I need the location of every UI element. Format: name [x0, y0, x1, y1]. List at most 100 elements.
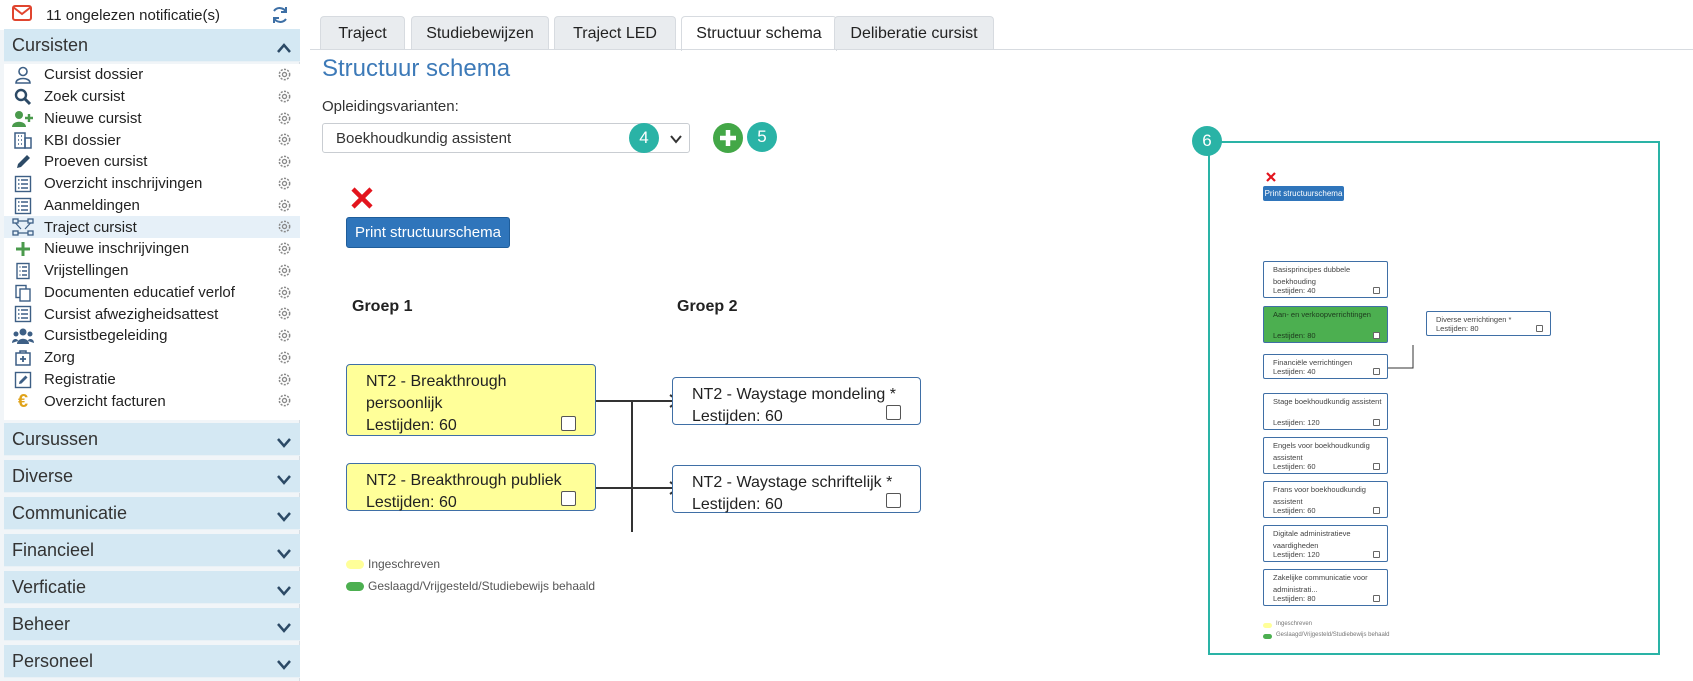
- tab-traject[interactable]: Traject: [320, 16, 405, 50]
- course-checkbox[interactable]: [561, 416, 576, 431]
- variant-selected-value: Boekhoudkundig assistent: [336, 129, 512, 147]
- section-financieel[interactable]: Financieel: [4, 534, 300, 567]
- section-personeel[interactable]: Personeel: [4, 645, 300, 678]
- sidebar-item-vrijstellingen[interactable]: Vrijstellingen: [4, 260, 300, 282]
- user-plus-icon: [12, 109, 34, 129]
- gear-icon[interactable]: [277, 176, 292, 195]
- chevron-down-icon: [276, 580, 292, 601]
- close-icon[interactable]: [350, 186, 374, 210]
- gear-icon[interactable]: [277, 241, 292, 260]
- gear-icon[interactable]: [277, 198, 292, 217]
- tab-deliberatie-cursist[interactable]: Deliberatie cursist: [834, 16, 994, 50]
- chevron-down-icon: [276, 543, 292, 564]
- gear-icon[interactable]: [277, 132, 292, 151]
- mail-icon: [12, 5, 32, 25]
- legend-swatch-geslaagd: [346, 582, 364, 591]
- tab-studiebewijzen[interactable]: Studiebewijzen: [411, 16, 549, 50]
- gear-icon[interactable]: [277, 89, 292, 108]
- print-structure-button[interactable]: Print structuurschema: [346, 217, 510, 248]
- course-box[interactable]: NT2 - Waystage schriftelijk *Lestijden: …: [672, 465, 921, 513]
- sidebar-item-cursistbegeleiding[interactable]: Cursistbegeleiding: [4, 325, 300, 347]
- notification-bar[interactable]: 11 ongelezen notificatie(s): [0, 0, 300, 30]
- course-checkbox[interactable]: [886, 405, 901, 420]
- connector-lines: [595, 394, 680, 532]
- sidebar-item-kbi-dossier[interactable]: KBI dossier: [4, 129, 300, 151]
- gear-icon[interactable]: [277, 154, 292, 173]
- sidebar-item-nieuwe-inschrijvingen[interactable]: Nieuwe inschrijvingen: [4, 238, 300, 260]
- chevron-down-icon: [276, 432, 292, 453]
- course-box[interactable]: NT2 - Waystage mondeling *Lestijden: 60: [672, 377, 921, 425]
- gear-icon[interactable]: [277, 285, 292, 304]
- tab-traject-led[interactable]: Traject LED: [554, 16, 676, 50]
- gear-icon[interactable]: [277, 306, 292, 325]
- sidebar-item-aanmeldingen[interactable]: Aanmeldingen: [4, 195, 300, 217]
- section-cursisten[interactable]: Cursisten: [4, 29, 300, 62]
- section-communicatie[interactable]: Communicatie: [4, 497, 300, 530]
- gear-icon[interactable]: [277, 219, 292, 238]
- close-icon: [1266, 172, 1276, 182]
- gear-icon[interactable]: [277, 350, 292, 369]
- sidebar: 11 ongelezen notificatie(s) Cursisten Cu…: [0, 0, 300, 681]
- gear-icon[interactable]: [277, 328, 292, 347]
- preview-legend-swatch: [1263, 634, 1272, 639]
- building-icon: [12, 130, 34, 150]
- clipboard-list-icon: [12, 261, 34, 281]
- sidebar-item-proeven-cursist[interactable]: Proeven cursist: [4, 151, 300, 173]
- course-checkbox[interactable]: [561, 491, 576, 506]
- sidebar-item-overzicht-inschrijvingen[interactable]: Overzicht inschrijvingen: [4, 173, 300, 195]
- list-icon: [12, 304, 34, 324]
- tab-structuur-schema[interactable]: Structuur schema: [681, 16, 837, 51]
- preview-legend-label: Ingeschreven: [1276, 621, 1313, 627]
- list-icon: [12, 174, 34, 194]
- sidebar-item-cursist-dossier[interactable]: Cursist dossier: [4, 64, 300, 86]
- section-label: Cursisten: [12, 34, 89, 55]
- group-1-title: Groep 1: [352, 298, 413, 315]
- preview-legend-swatch: [1263, 623, 1272, 628]
- user-icon: [12, 65, 34, 85]
- euro-icon: €: [17, 390, 28, 411]
- sidebar-item-registratie[interactable]: Registratie: [4, 369, 300, 391]
- chevron-up-icon: [276, 38, 292, 59]
- sidebar-item-cursist-afwezigheidsattest[interactable]: Cursist afwezigheidsattest: [4, 303, 300, 325]
- sidebar-item-zorg[interactable]: Zorg: [4, 347, 300, 369]
- gear-icon[interactable]: [277, 111, 292, 130]
- structure-preview-thumbnail: Print structuurschema Basisprincipes dub…: [1208, 141, 1660, 655]
- chevron-down-icon: [276, 617, 292, 638]
- plus-icon: [720, 130, 736, 146]
- gear-icon[interactable]: [277, 67, 292, 86]
- preview-print-button: Print structuurschema: [1263, 186, 1344, 201]
- add-variant-button[interactable]: [713, 123, 743, 153]
- page-title: Structuur schema: [322, 55, 511, 82]
- gear-icon[interactable]: [277, 372, 292, 391]
- section-cursussen[interactable]: Cursussen: [4, 423, 300, 456]
- gear-icon[interactable]: [277, 263, 292, 282]
- variant-select[interactable]: Boekhoudkundig assistent: [322, 123, 690, 153]
- sidebar-item-nieuwe-cursist[interactable]: Nieuwe cursist: [4, 108, 300, 130]
- sidebar-item-overzicht-facturen[interactable]: € Overzicht facturen: [4, 390, 300, 412]
- gear-icon[interactable]: [277, 393, 292, 412]
- legend-label: Ingeschreven: [368, 557, 441, 571]
- sidebar-item-zoek-cursist[interactable]: Zoek cursist: [4, 86, 300, 108]
- course-checkbox[interactable]: [886, 493, 901, 508]
- medkit-icon: [12, 348, 34, 368]
- pencil-icon: [12, 152, 34, 172]
- group-2-title: Groep 2: [677, 298, 738, 315]
- edit-icon: [12, 370, 34, 390]
- preview-course-box: Zakelijke communicatie voor administrati…: [1263, 569, 1388, 606]
- list-icon: [12, 196, 34, 216]
- preview-course-box: Diverse verrichtingen *Lestijden: 80: [1426, 311, 1551, 336]
- preview-legend-label: Geslaagd/Vrijgesteld/Studiebewijs behaal…: [1276, 632, 1390, 638]
- section-diverse[interactable]: Diverse: [4, 460, 300, 493]
- preview-connector: [1388, 345, 1414, 369]
- sidebar-item-traject-cursist[interactable]: Traject cursist: [4, 216, 300, 238]
- users-icon: [12, 326, 34, 346]
- section-verficatie[interactable]: Verficatie: [4, 571, 300, 604]
- variant-label: Opleidingsvarianten:: [322, 98, 459, 115]
- sidebar-item-documenten-educatief-verlof[interactable]: Documenten educatief verlof: [4, 282, 300, 304]
- refresh-icon[interactable]: [270, 5, 290, 29]
- section-beheer[interactable]: Beheer: [4, 608, 300, 641]
